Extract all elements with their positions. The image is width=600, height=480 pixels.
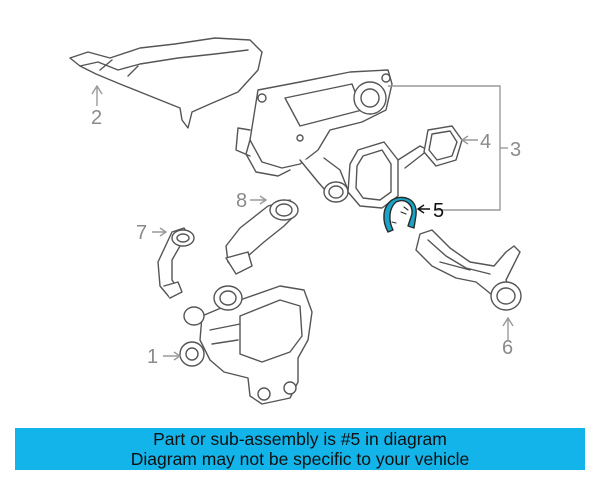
parts-diagram: 2 3 4 5 6 7 8 1 [69,37,522,405]
part-4-gasket [347,125,463,209]
part-7-small-hose [157,227,195,299]
part-8-large-hose [225,199,299,275]
callout-2: 2 [91,107,102,129]
callout-5: 5 [433,200,444,222]
part-1-water-pump [179,285,313,405]
callout-4: 4 [480,131,491,153]
callout-6: 6 [502,337,513,359]
callout-3: 3 [510,139,521,161]
part-6-coolant-pipe [415,229,522,311]
leader-4 [460,135,478,145]
leader-lines [91,84,514,361]
leader-1 [163,351,182,361]
part-2-cover [69,37,263,129]
leader-5 [416,204,430,214]
part-5-clip [383,196,417,233]
banner-line-2: Diagram may not be specific to your vehi… [130,449,470,469]
callout-8: 8 [236,190,247,212]
leader-8 [250,195,268,205]
leader-6 [502,316,514,340]
callout-7: 7 [136,222,147,244]
leader-7 [152,227,168,237]
leader-2 [91,84,103,106]
banner-line-1: Part or sub-assembly is #5 in diagram [153,429,447,449]
part-3-thermostat-housing [235,69,393,203]
callout-1: 1 [147,346,158,368]
info-banner: Part or sub-assembly is #5 in diagram Di… [15,428,585,470]
